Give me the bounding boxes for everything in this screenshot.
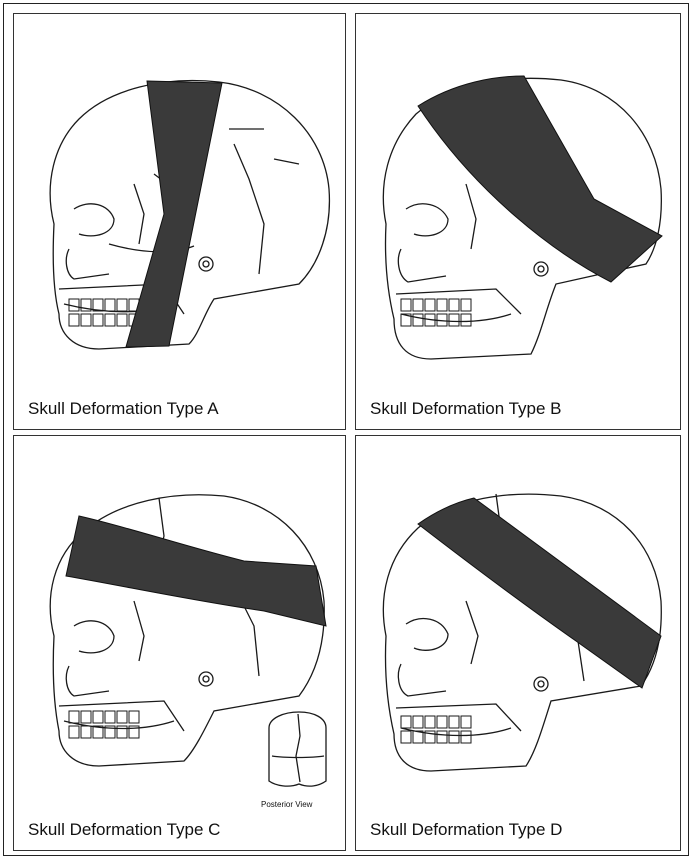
- panel-type-a: Skull Deformation Type A: [13, 13, 346, 430]
- caption-type-c: Skull Deformation Type C: [28, 820, 220, 840]
- deformation-band-a: [126, 81, 222, 347]
- deformation-band-c: [66, 516, 326, 626]
- skull-illustration-b: [356, 14, 681, 430]
- figure-frame: Skull Deformation Type A Skull Deformati…: [3, 3, 689, 856]
- panel-type-d: Skull Deformation Type D: [355, 435, 681, 851]
- skull-illustration-a: [14, 14, 346, 430]
- skull-illustration-c: [14, 436, 346, 851]
- caption-type-a: Skull Deformation Type A: [28, 399, 219, 419]
- caption-type-b: Skull Deformation Type B: [370, 399, 562, 419]
- deformation-band-b: [418, 76, 662, 282]
- deformation-band-d: [418, 498, 661, 688]
- posterior-view-label: Posterior View: [261, 800, 312, 809]
- caption-type-d: Skull Deformation Type D: [370, 820, 562, 840]
- panel-type-c: Posterior View Skull Deformation Type C: [13, 435, 346, 851]
- panel-type-b: Skull Deformation Type B: [355, 13, 681, 430]
- skull-illustration-d: [356, 436, 681, 851]
